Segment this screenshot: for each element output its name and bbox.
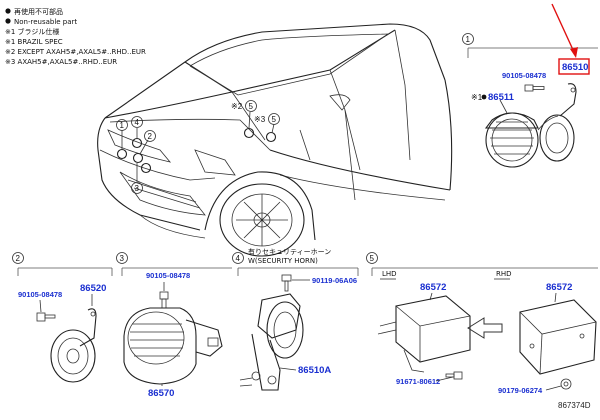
lhd-label: LHD [382, 270, 397, 278]
callout-1-ring [116, 119, 128, 131]
non-reusable-marker-icon [5, 8, 11, 14]
part-number-86510[interactable]: 86510 [562, 62, 588, 73]
bolt-icon [281, 274, 292, 292]
callout-2-ring [144, 130, 156, 142]
panel-2: 2 90105-08478 86520 [12, 252, 113, 383]
bolt-icon [524, 84, 545, 92]
legend-item-3: ※1 ブラジル仕様 [5, 27, 59, 36]
panel-1: 1 86510 90105-08478 ※1 86511 [462, 3, 598, 168]
callout-1: 1 [120, 121, 125, 130]
reference-code: 867374D [558, 401, 591, 410]
legend-item-6: ※3 AXAH5#,AXAL5#..RHD..EUR [5, 58, 117, 66]
part-number-86572-rhd[interactable]: 86572 [546, 282, 572, 293]
part-number-90179[interactable]: 90179-06274 [498, 386, 543, 395]
panel-4: 4 有りセキュリティーホーン W(SECURITY HORN) 90119-06… [232, 247, 359, 391]
callout-5b-ring [268, 113, 280, 125]
legend-item-2: Non-reusable part [14, 18, 77, 26]
callout-3-ring [131, 182, 143, 194]
callout-5a: 5 [249, 102, 254, 111]
part-number-86511[interactable]: 86511 [488, 92, 515, 103]
callout-3: 3 [135, 184, 140, 193]
callout-4-ring [131, 116, 143, 128]
callout-5a-ring [245, 100, 257, 112]
panel-4-index: 4 [236, 254, 241, 263]
panel-3-index: 3 [120, 254, 125, 263]
car-callouts: 1 4 2 3 ※2 5 ※3 5 [116, 100, 280, 194]
panel-5-index: 5 [370, 254, 375, 263]
callout-note-3: ※3 [254, 115, 266, 124]
legend-item-1: 再使用不可部品 [14, 7, 63, 16]
non-reusable-dot-icon [481, 94, 487, 100]
horn-illustration [484, 112, 575, 168]
part-number-86572-lhd[interactable]: 86572 [420, 282, 446, 293]
callout-5b: 5 [272, 115, 277, 124]
callout-2: 2 [148, 132, 153, 141]
horn-illustration [123, 307, 223, 385]
part-number-91671[interactable]: 91671-80612 [396, 377, 440, 386]
highlight-arrow [551, 3, 575, 53]
highlight-box [558, 58, 590, 75]
legend-item-4: ※1 BRAZIL SPEC [5, 38, 63, 46]
part-number-86520[interactable]: 86520 [80, 283, 106, 294]
non-reusable-marker-icon [5, 18, 11, 24]
part-number-bolt-panel1[interactable]: 90105-08478 [502, 71, 546, 80]
callout-note-2: ※2 [231, 102, 243, 111]
highlight-arrow-head-icon [570, 47, 578, 58]
horn-illustration [50, 329, 96, 383]
vehicle-illustration [97, 23, 453, 257]
part-number-bolt-panel3[interactable]: 90105-08478 [146, 271, 190, 280]
panel-5: 5 LHD RHD 86572 86572 91671-80612 [366, 252, 598, 395]
rhd-label: RHD [496, 270, 512, 278]
panel-2-index: 2 [16, 254, 21, 263]
part-number-86570[interactable]: 86570 [148, 388, 174, 399]
bolt-icon [560, 378, 572, 390]
part-number-90119[interactable]: 90119-06A06 [312, 276, 357, 285]
panel-4-title-en: W(SECURITY HORN) [248, 257, 318, 265]
horn-illustration [239, 293, 304, 391]
part-number-bolt-panel2[interactable]: 90105-08478 [18, 290, 62, 299]
panel-3: 3 90105-08478 86570 [116, 252, 232, 399]
bolt-icon [445, 371, 463, 380]
part-number-86510A[interactable]: 86510A [298, 365, 331, 376]
panel-4-title-jp: 有りセキュリティーホーン [248, 247, 331, 256]
bolt-icon [159, 291, 169, 309]
bolt-icon [36, 312, 56, 322]
transition-arrow-icon [467, 317, 503, 339]
rhd-module-illustration [519, 299, 597, 375]
note-1-marker: ※1 [471, 93, 483, 102]
panel-1-index: 1 [466, 35, 471, 44]
legend: 再使用不可部品 Non-reusable part ※1 ブラジル仕様 ※1 B… [5, 7, 146, 66]
legend-item-5: ※2 EXCEPT AXAH5#,AXAL5#..RHD..EUR [5, 48, 146, 56]
lhd-module-illustration [377, 295, 471, 373]
callout-4: 4 [135, 118, 140, 127]
